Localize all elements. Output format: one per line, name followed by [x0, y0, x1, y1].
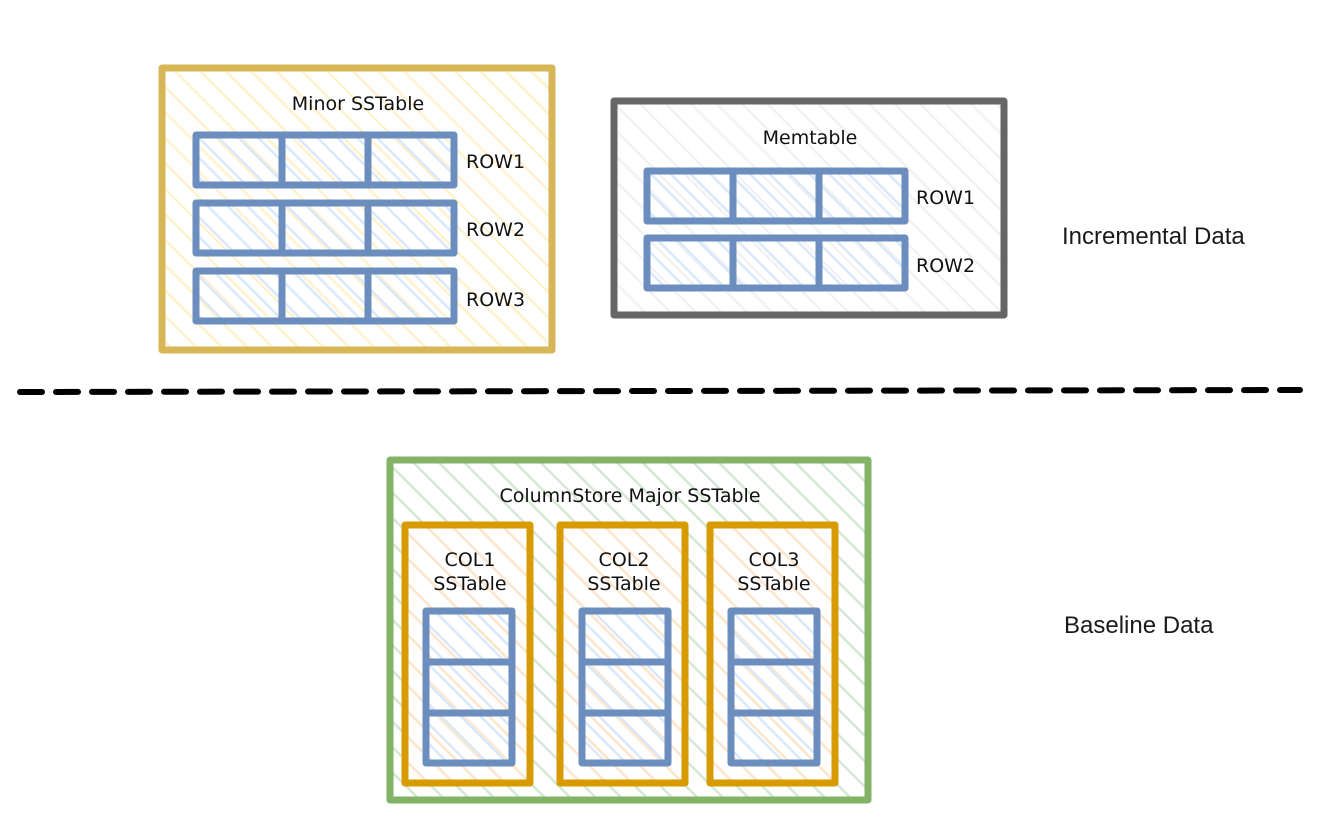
memtable-title: Memtable [763, 127, 858, 149]
col1-title-line2: SSTable [433, 573, 506, 595]
col2-title-line2: SSTable [587, 573, 660, 595]
col3-title-line1: COL3 [749, 549, 800, 571]
minor-row-3: ROW3 [192, 267, 525, 325]
col1-sstable: COL1 SSTable [401, 521, 534, 787]
col1-title-line1: COL1 [445, 549, 496, 571]
memtable-row-2-label: ROW2 [916, 255, 975, 277]
minor-row-1: ROW1 [192, 131, 525, 189]
minor-row-2-label: ROW2 [466, 219, 525, 241]
baseline-data-label: Baseline Data [1064, 612, 1214, 639]
minor-sstable-title: Minor SSTable [292, 93, 424, 115]
major-sstable-title: ColumnStore Major SSTable [499, 485, 760, 507]
memtable-row-2: ROW2 [643, 234, 975, 292]
col3-title-line2: SSTable [737, 573, 810, 595]
col2-title-line1: COL2 [599, 549, 650, 571]
col3-sstable: COL3 SSTable [706, 521, 839, 787]
col3-cells [727, 607, 821, 767]
minor-row-2: ROW2 [192, 199, 525, 257]
minor-sstable: Minor SSTable ROW1 ROW2 ROW3 [158, 64, 556, 354]
memtable-row-1-label: ROW1 [916, 187, 975, 209]
memtable-row-1: ROW1 [643, 167, 975, 225]
memtable: Memtable ROW1 ROW2 [610, 97, 1008, 319]
col1-cells [422, 607, 516, 767]
incremental-data-label: Incremental Data [1062, 223, 1245, 250]
col2-cells [578, 607, 672, 767]
minor-row-1-label: ROW1 [466, 151, 525, 173]
minor-row-3-label: ROW3 [466, 289, 525, 311]
major-sstable: ColumnStore Major SSTable COL1 SSTable C… [386, 456, 872, 804]
divider-dashed-line [17, 387, 1303, 395]
col2-sstable: COL2 SSTable [556, 521, 689, 787]
